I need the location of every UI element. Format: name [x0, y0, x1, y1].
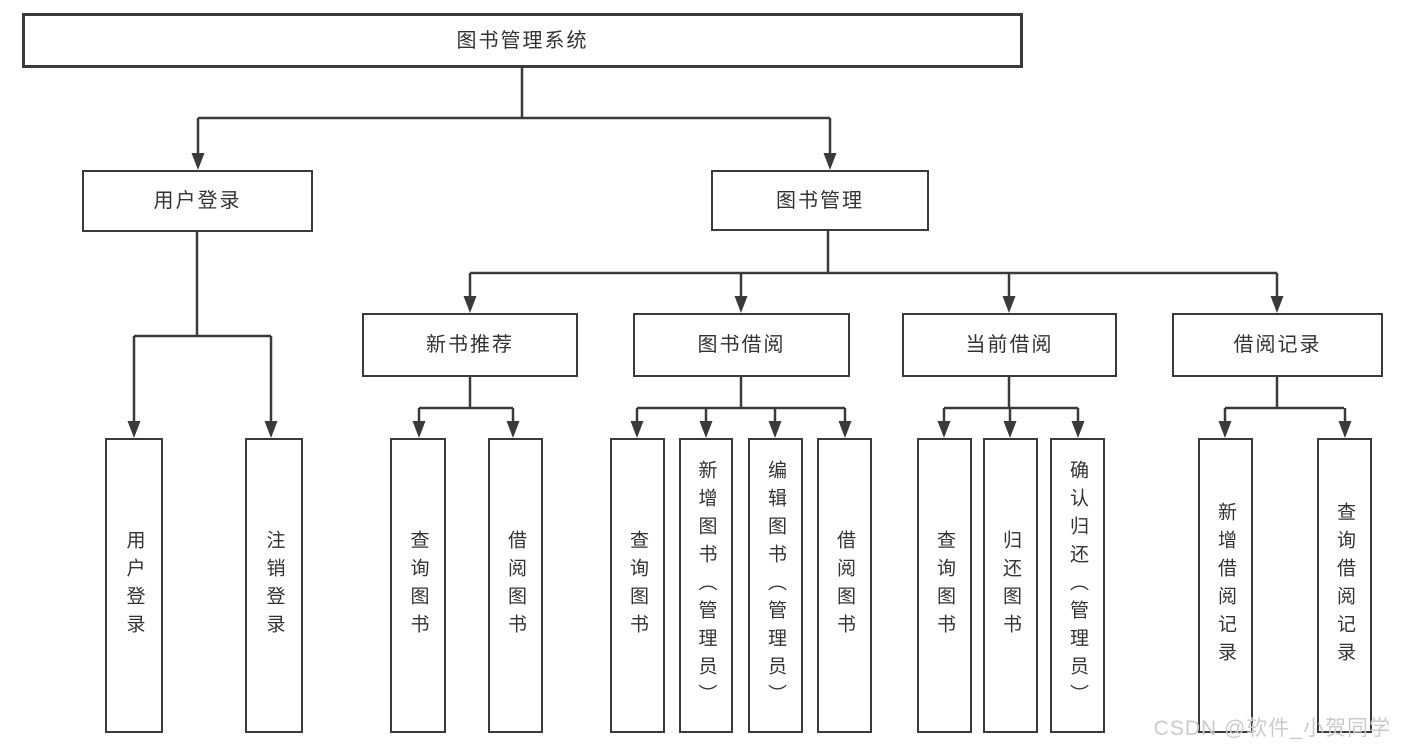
arrowhead-down-icon	[506, 421, 520, 438]
arrowhead-down-icon	[734, 296, 748, 313]
arrowhead-down-icon	[937, 421, 951, 438]
branch-book-management: 图书管理	[711, 170, 929, 231]
leaf-add-books-admin: 新增图书（管理员）	[679, 438, 733, 733]
arrowhead-down-icon	[1270, 296, 1284, 313]
branch-book-borrowing: 图书借阅	[633, 313, 850, 377]
branch-new-book-recommendation: 新书推荐	[362, 313, 578, 377]
arrowhead-down-icon	[191, 153, 205, 170]
arrowhead-down-icon	[127, 421, 141, 438]
arrowhead-down-icon	[412, 421, 426, 438]
connector-path	[132, 68, 1347, 426]
arrowhead-down-icon	[1003, 421, 1017, 438]
leaf-logout: 注销登录	[245, 438, 303, 733]
leaf-query-borrowing-record: 查询借阅记录	[1317, 438, 1372, 733]
arrowhead-down-icon	[1218, 421, 1232, 438]
branch-current-borrowing: 当前借阅	[902, 313, 1117, 377]
arrowhead-down-icon	[1071, 421, 1085, 438]
leaf-edit-books-admin: 编辑图书（管理员）	[748, 438, 803, 733]
leaf-borrow-books: 借阅图书	[817, 438, 872, 733]
watermark-text: CSDN @软件_小贺同学	[1153, 717, 1391, 740]
arrowhead-down-icon	[838, 421, 852, 438]
leaf-confirm-return-admin: 确认归还（管理员）	[1050, 438, 1105, 733]
arrowhead-down-icon	[823, 153, 837, 170]
branch-borrowing-records: 借阅记录	[1172, 313, 1383, 377]
leaf-query-books: 查询图书	[390, 438, 446, 733]
branch-user-login: 用户登录	[82, 170, 313, 232]
leaf-return-books: 归还图书	[983, 438, 1038, 733]
arrowhead-down-icon	[699, 421, 713, 438]
arrowhead-down-icon	[630, 421, 644, 438]
arrowhead-down-icon	[1002, 296, 1016, 313]
arrowhead-down-icon	[1338, 421, 1352, 438]
leaf-query-books: 查询图书	[917, 438, 972, 733]
node-library-management-system: 图书管理系统	[22, 13, 1023, 68]
leaf-borrow-books: 借阅图书	[488, 438, 543, 733]
leaf-query-books: 查询图书	[610, 438, 665, 733]
arrowhead-down-icon	[768, 421, 782, 438]
arrowhead-down-icon	[264, 421, 278, 438]
leaf-add-borrowing-record: 新增借阅记录	[1198, 438, 1253, 733]
leaf-user-login: 用户登录	[105, 438, 163, 733]
arrowhead-down-icon	[463, 296, 477, 313]
